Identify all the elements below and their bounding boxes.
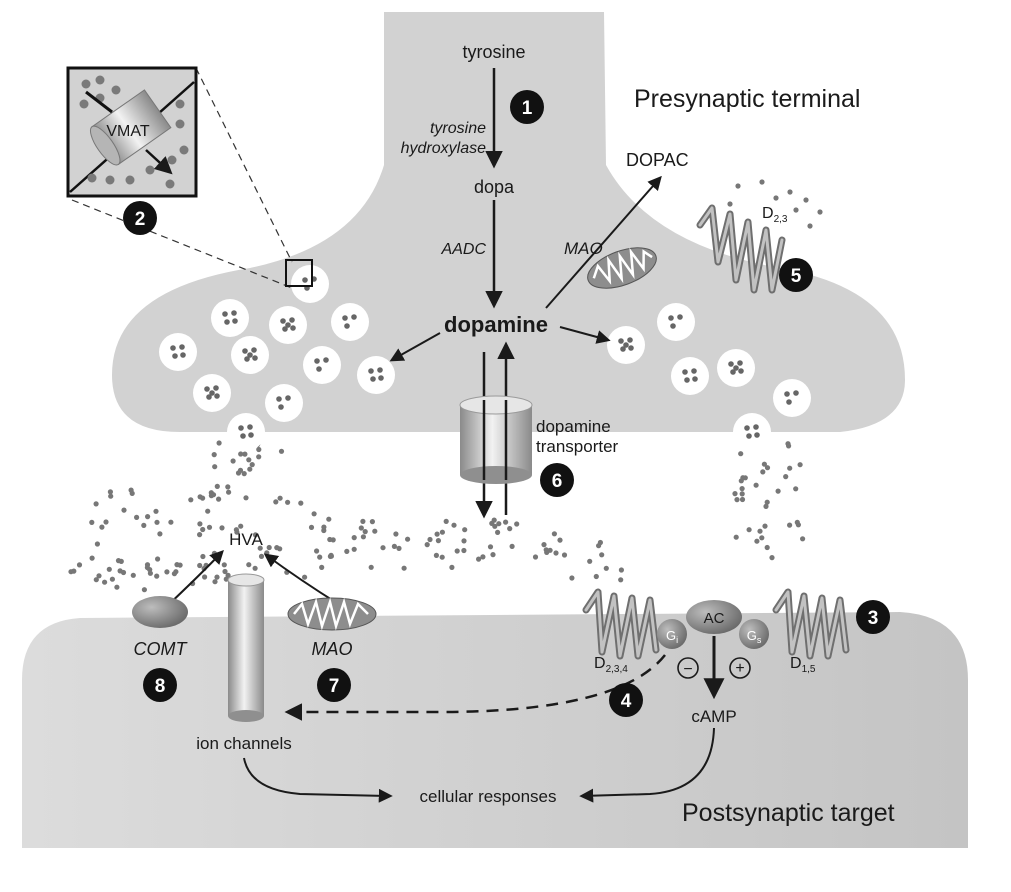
svg-text:6: 6: [552, 471, 563, 492]
camp-label: cAMP: [691, 707, 736, 726]
step-badge-8: 8: [143, 668, 177, 702]
gs-label: Gs: [747, 628, 762, 645]
step-badge-6: 6: [540, 463, 574, 497]
step-badge-5: 5: [779, 258, 813, 292]
presynaptic-terminal-label: Presynaptic terminal: [634, 85, 860, 113]
vesicle: [331, 303, 369, 341]
arrow-dopamine-to-dopac: [545, 175, 662, 309]
postsynaptic-target-label: Postsynaptic target: [682, 799, 895, 827]
ion-channel: [227, 573, 265, 722]
gi-label: Gi: [666, 628, 678, 645]
dopamine-transporter: [459, 395, 533, 484]
presynaptic-terminal: [112, 12, 905, 432]
mitochondrion-presynaptic: [587, 247, 657, 289]
vmat-transporter: [89, 89, 172, 166]
cellular-responses-label: cellular responses: [419, 787, 556, 806]
vesicle: [227, 413, 265, 451]
aadc-label: AADC: [441, 241, 487, 258]
svg-text:3: 3: [868, 608, 879, 629]
adenylyl-cyclase: [686, 600, 742, 634]
ion-channels-label: ion channels: [196, 734, 291, 753]
step-badge-3: 3: [856, 600, 890, 634]
tyrosine-hydroxylase-label-1: tyrosine: [430, 120, 486, 137]
step-badge-1: 1: [510, 90, 544, 124]
svg-text:4: 4: [621, 691, 632, 712]
arrow-mao-to-hva: [263, 553, 341, 606]
comt-label: COMT: [134, 639, 189, 659]
arrow-dopamine-to-left-vesicle: [389, 332, 441, 362]
vesicle: [211, 299, 249, 337]
d234-receptor: [582, 588, 660, 660]
step-badge-4: 4: [609, 683, 643, 717]
svg-text:8: 8: [155, 676, 166, 697]
d15-receptor: [772, 588, 850, 660]
step-badge-7: 7: [317, 668, 351, 702]
arrow-gi-to-ion-channels: [284, 654, 666, 721]
tyrosine-label: tyrosine: [462, 42, 525, 62]
stimulate-sign: [729, 657, 751, 679]
tyrosine-hydroxylase-label-2: hydroxylase: [401, 140, 486, 157]
vesicle: [773, 379, 811, 417]
svg-text:1: 1: [522, 98, 533, 119]
vesicle: [303, 346, 341, 384]
d234-label: D2,3,4: [594, 655, 628, 675]
vesicle: [231, 336, 269, 374]
vesicle: [357, 356, 395, 394]
zoom-box: [285, 259, 313, 287]
vesicle: [671, 357, 709, 395]
vesicle: [717, 349, 755, 387]
dopamine-label: dopamine: [444, 312, 548, 337]
d15-label: D1,5: [790, 655, 816, 675]
arrow-ion-channels-to-response: [243, 757, 393, 803]
ac-label: AC: [704, 610, 725, 627]
d23-label: D2,3: [762, 205, 788, 225]
gi-protein: [657, 619, 687, 649]
inhibit-sign: [677, 657, 699, 679]
vesicle: [265, 384, 303, 422]
mao-postsynaptic-label: MAO: [311, 639, 352, 659]
vesicle: [291, 265, 329, 303]
stimulate-sign-text: +: [735, 660, 744, 677]
vesicle: [733, 413, 771, 451]
dopa-label: dopa: [474, 177, 515, 197]
vesicle: [657, 303, 695, 341]
vesicle: [193, 374, 231, 412]
svg-text:5: 5: [791, 266, 802, 287]
mitochondrion-postsynaptic: [287, 597, 377, 631]
hva-label: HVA: [229, 530, 263, 549]
vesicle: [269, 306, 307, 344]
vesicle: [607, 326, 645, 364]
dopamine-transporter-label-1: dopamine: [536, 417, 611, 436]
d23-autoreceptor: [696, 204, 786, 294]
step-badge-2: 2: [123, 201, 157, 235]
gs-protein: [739, 619, 769, 649]
comt-enzyme: [132, 596, 188, 628]
svg-text:7: 7: [329, 676, 340, 697]
arrow-camp-to-response: [579, 727, 715, 803]
dopamine-transporter-label-2: transporter: [536, 437, 619, 456]
dopac-label: DOPAC: [626, 150, 689, 170]
svg-text:2: 2: [135, 209, 146, 230]
vesicle: [159, 333, 197, 371]
vmat-inset: VMAT: [66, 66, 293, 289]
arrow-dopamine-to-right-vesicle: [559, 326, 611, 344]
mao-presynaptic-label: MAO: [564, 239, 603, 258]
inhibit-sign-text: −: [683, 661, 692, 678]
vmat-label: VMAT: [106, 123, 149, 140]
